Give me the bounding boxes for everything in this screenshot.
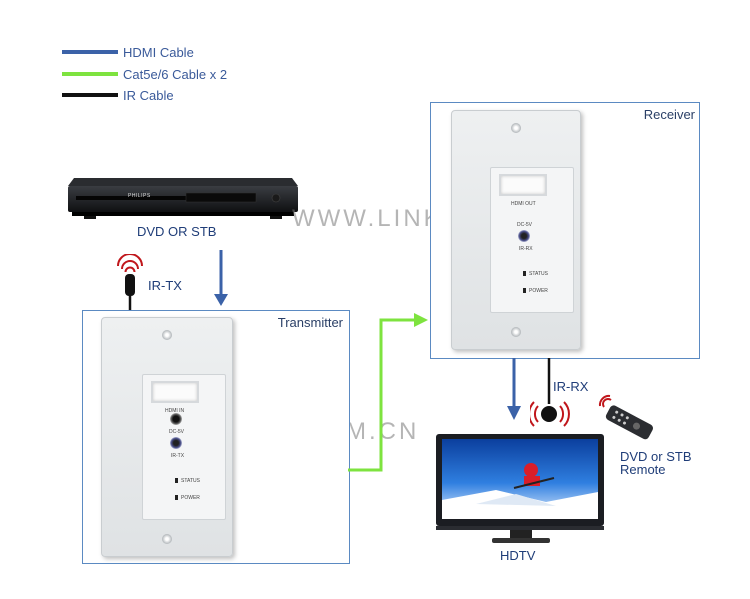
legend-label-ir: IR Cable xyxy=(123,87,174,103)
power-led xyxy=(523,288,526,293)
hdmi-out-port xyxy=(499,174,547,196)
screw-icon xyxy=(511,327,521,337)
power-led xyxy=(175,495,178,500)
legend-swatch-cat xyxy=(62,72,118,76)
legend-label-cat: Cat5e/6 Cable x 2 xyxy=(123,66,228,82)
port-label-status: STATUS xyxy=(529,271,548,277)
ir-rx-label: IR-RX xyxy=(553,379,589,394)
hdmi-in-port xyxy=(151,381,199,403)
receiver-title: Receiver xyxy=(643,107,695,122)
ir-rx-jack-icon xyxy=(518,230,530,242)
port-label-ir: IR-TX xyxy=(171,453,185,459)
transmitter-wall-plate: HDMI IN DC-5V IR-TX STATUS POWER xyxy=(101,317,233,557)
transmitter-box: Transmitter HDMI IN DC-5V IR-TX STATUS P… xyxy=(82,310,350,564)
port-label-power: POWER xyxy=(181,495,200,501)
transmitter-module: HDMI IN DC-5V IR-TX STATUS POWER xyxy=(142,374,226,520)
dc-jack-icon xyxy=(170,413,182,425)
transmitter-title: Transmitter xyxy=(277,315,343,330)
legend-item-hdmi: HDMI Cable xyxy=(62,43,194,61)
legend-swatch-ir xyxy=(62,93,118,97)
ir-tx-emitter-icon xyxy=(117,254,143,312)
hdtv-label: HDTV xyxy=(500,548,536,563)
legend-swatch-hdmi xyxy=(62,50,118,54)
port-label-power: POWER xyxy=(529,288,548,294)
dvd-label: DVD OR STB xyxy=(137,224,217,239)
receiver-box: Receiver HDMI OUT DC-5V IR-RX STATUS POW… xyxy=(430,102,700,359)
remote-label-line2: Remote xyxy=(620,462,666,477)
port-label-status: STATUS xyxy=(181,478,200,484)
receiver-wall-plate: HDMI OUT DC-5V IR-RX STATUS POWER xyxy=(451,110,581,350)
remote-control-icon xyxy=(598,394,653,440)
screw-icon xyxy=(511,123,521,133)
status-led xyxy=(175,478,178,483)
port-label-dc: DC-5V xyxy=(517,222,533,228)
port-label-ir: IR-RX xyxy=(519,246,533,252)
cat-cable-arrow-tx-to-rx xyxy=(348,313,428,472)
ir-tx-jack-icon xyxy=(170,437,182,449)
port-label-hdmi: HDMI OUT xyxy=(511,201,536,207)
port-label-hdmi: HDMI IN xyxy=(165,408,185,414)
port-label-dc: DC-5V xyxy=(169,429,185,435)
remote-label-line1: DVD or STB xyxy=(620,449,692,464)
screw-icon xyxy=(162,534,172,544)
hdtv-icon xyxy=(436,434,604,543)
dvd-brand: PHILIPS xyxy=(128,193,151,199)
screw-icon xyxy=(162,330,172,340)
ir-tx-label: IR-TX xyxy=(148,278,182,293)
legend-item-ir: IR Cable xyxy=(62,86,174,104)
hdmi-arrow-rx-to-tv xyxy=(507,358,521,420)
receiver-module: HDMI OUT DC-5V IR-RX STATUS POWER xyxy=(490,167,574,313)
ir-rx-receiver-icon xyxy=(530,358,570,427)
status-led xyxy=(523,271,526,276)
legend-label-hdmi: HDMI Cable xyxy=(123,44,194,60)
hdmi-arrow-dvd-to-tx xyxy=(214,250,228,306)
dvd-player-icon xyxy=(68,178,298,219)
legend-item-cat: Cat5e/6 Cable x 2 xyxy=(62,65,227,83)
